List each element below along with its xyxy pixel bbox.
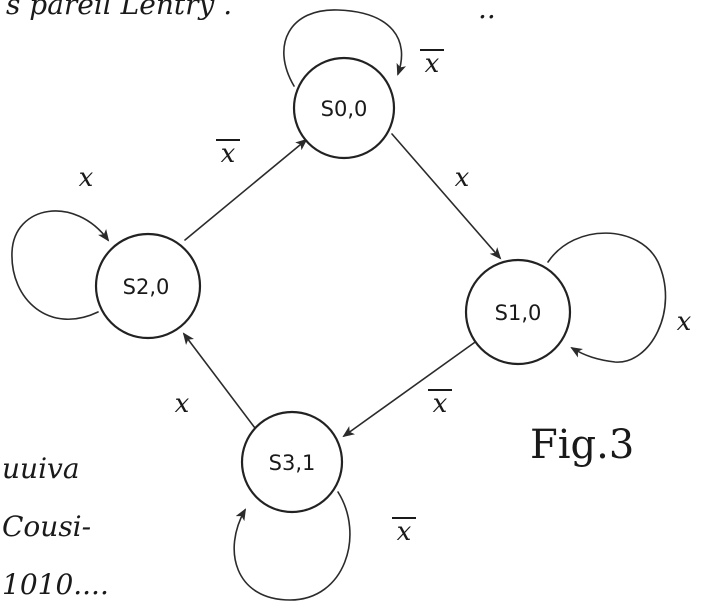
state-s3-label: S3,1 (269, 451, 316, 475)
edge-label-s3-s2: x (175, 389, 190, 419)
state-s2: S2,0 (94, 232, 202, 340)
state-s1-label: S1,0 (495, 301, 542, 325)
edge-label-s2-s2: x (79, 163, 94, 193)
figure-label: Fig.3 (530, 422, 634, 468)
edge-label-s0-s1: x (455, 163, 470, 193)
state-s1: S1,0 (464, 258, 572, 366)
margin-text-line2: Cousi- (2, 510, 91, 543)
state-s1-circle (464, 258, 572, 366)
top-text-fragment: s pareil Lentry . (6, 0, 232, 21)
edge-s1-s1 (547, 232, 667, 363)
state-s3: S3,1 (240, 410, 344, 514)
edge-labels: x x x x x x x x (79, 49, 692, 547)
state-s3-circle (240, 410, 344, 514)
edge-s3-s3 (233, 491, 351, 601)
state-s2-circle (94, 232, 202, 340)
edge-s2-s0 (184, 138, 308, 241)
margin-text-line1: uuiva (2, 452, 80, 485)
state-s0-label: S0,0 (321, 97, 368, 121)
margin-text-line3: 1010.... (2, 568, 109, 601)
edge-s1-s3 (342, 339, 479, 438)
state-s2-label: S2,0 (123, 275, 170, 299)
edge-label-s2-s0: x (221, 139, 236, 169)
edge-s0-s0 (283, 9, 407, 87)
edge-s0-s1 (391, 133, 502, 260)
edge-label-s0-s0: x (425, 49, 440, 79)
state-s0: S0,0 (292, 56, 396, 160)
edge-label-s1-s1: x (677, 307, 692, 337)
edge-s3-s2 (182, 332, 259, 433)
edge-s2-s2 (11, 210, 110, 321)
top-dots: .. (478, 0, 496, 25)
edge-label-s1-s3: x (433, 389, 448, 419)
edges-layer (11, 9, 667, 601)
state-s0-circle (292, 56, 396, 160)
edge-label-s3-s3: x (397, 517, 412, 547)
nodes-layer: S0,0 S1,0 S2,0 S3,1 (94, 56, 572, 514)
